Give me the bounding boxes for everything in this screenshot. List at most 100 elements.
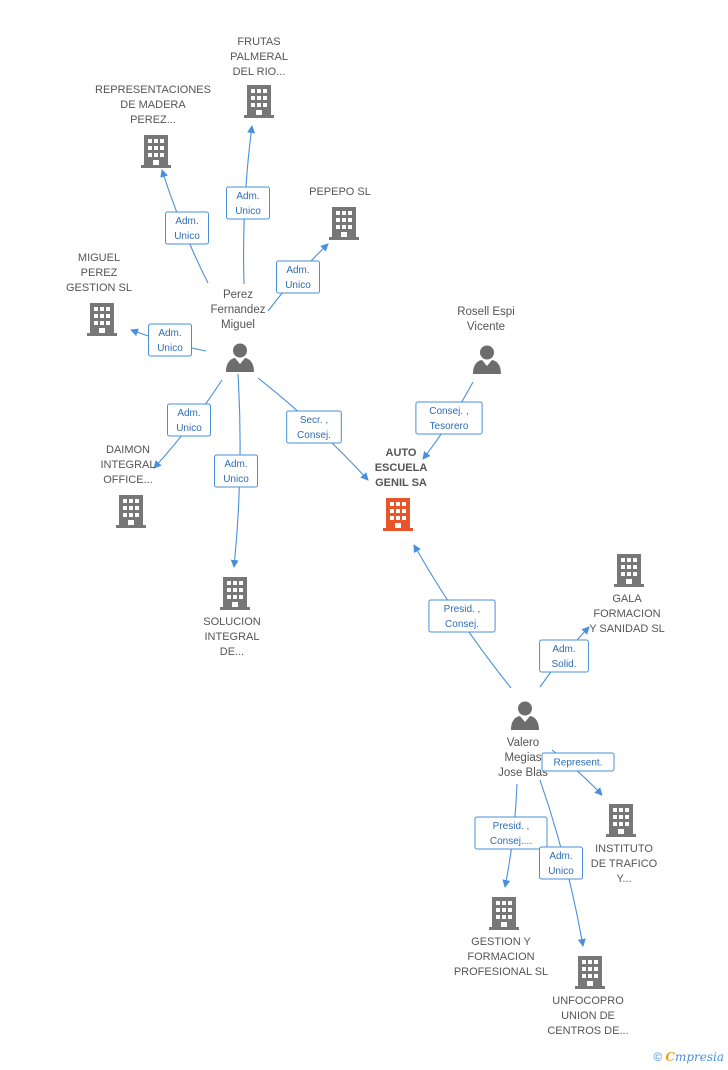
- edge-label-valero-to-unfocopro[interactable]: Adm.Unico: [539, 846, 583, 880]
- node-label-line: REPRESENTACIONES: [95, 84, 211, 96]
- edge-label-text: Presid. ,: [444, 604, 481, 615]
- edge-label-box: [276, 260, 320, 294]
- edge-label-box: [428, 599, 496, 633]
- node-label-line: DE MADERA: [120, 99, 186, 111]
- edge-label-text: Solid.: [551, 659, 576, 670]
- edge-label-box: [286, 410, 342, 444]
- node-label-line: Rosell Espi: [457, 306, 515, 318]
- node-label-line: PROFESIONAL SL: [454, 966, 548, 978]
- edge-label-box: [539, 639, 589, 673]
- building-icon: [329, 207, 359, 240]
- node-label-line: INTEGRAL: [204, 631, 259, 643]
- edge-label-text: Adm.: [158, 328, 181, 339]
- edge-label-box: [165, 211, 209, 245]
- edge-label-perez_fernandez-to-frutas[interactable]: Adm. Unico: [226, 186, 270, 220]
- edge-label-text: Unico: [157, 343, 183, 354]
- node-label-line: UNION DE: [561, 1010, 615, 1022]
- building-icon: [606, 804, 636, 837]
- edge-label-text: Unico: [223, 474, 249, 485]
- node-frutas[interactable]: FRUTAS PALMERAL DEL RIO...: [230, 36, 288, 118]
- node-label-line: FRUTAS: [237, 36, 280, 48]
- edge-label-rosell-to-auto_escuela[interactable]: Consej. ,Tesorero: [415, 401, 483, 435]
- node-label-line: FORMACION: [593, 608, 660, 620]
- building-icon: [116, 495, 146, 528]
- edge-label-text: Adm.: [175, 216, 198, 227]
- node-label-line: Fernandez: [211, 304, 266, 316]
- edge-label-text: Consej.: [445, 619, 479, 630]
- node-label-line: AUTO: [386, 447, 417, 459]
- node-label-line: INTEGRAL: [100, 459, 155, 471]
- node-miguel_perez[interactable]: MIGUEL PEREZ GESTION SL: [66, 252, 132, 336]
- node-label-line: Jose Blas: [498, 767, 548, 779]
- brand-name: mpresia: [674, 1050, 724, 1064]
- edge-label-text: Adm.: [552, 644, 575, 655]
- edge-label-text: Represent.: [554, 758, 603, 769]
- edge-label-box: [167, 403, 211, 437]
- building-icon: [614, 554, 644, 587]
- building-icon: [575, 956, 605, 989]
- node-label-line: PEREZ...: [130, 114, 176, 126]
- edge-label-perez_fernandez-to-solucion[interactable]: Adm. Unico: [214, 454, 258, 488]
- node-label-line: GESTION Y: [471, 936, 531, 948]
- building-main-icon: [383, 498, 413, 531]
- edge-label-box: [539, 846, 583, 880]
- node-pepepo[interactable]: PEPEPO SL: [309, 186, 371, 240]
- edge-label-valero-to-gala[interactable]: Adm. Solid.: [539, 639, 589, 673]
- edge-label-text: Secr. ,: [300, 415, 328, 426]
- node-auto_escuela[interactable]: AUTO ESCUELA GENIL SA: [375, 447, 428, 531]
- person-icon: [473, 345, 501, 374]
- edge-label-valero-to-instituto[interactable]: Represent.: [541, 752, 615, 772]
- edge-label-text: Adm.: [549, 851, 572, 862]
- node-label-line: DAIMON: [106, 444, 150, 456]
- brand-initial: C: [665, 1050, 675, 1064]
- node-label-line: Valero: [507, 737, 539, 749]
- edge-label-valero-to-auto_escuela[interactable]: Presid. , Consej.: [428, 599, 496, 633]
- node-label-line: Megias: [504, 752, 541, 764]
- building-icon: [141, 135, 171, 168]
- node-label-line: Y...: [616, 873, 631, 885]
- edge-label-perez_fernandez-to-auto_escuela[interactable]: Secr. ,Consej.: [286, 410, 342, 444]
- node-label-line: Perez: [223, 289, 253, 301]
- node-representaciones[interactable]: REPRESENTACIONES DE MADERA PEREZ...: [95, 84, 211, 168]
- edge-label-text: Unico: [235, 206, 261, 217]
- edge-label-perez_fernandez-to-representaciones[interactable]: Adm.Unico: [165, 211, 209, 245]
- node-label-line: GENIL SA: [375, 477, 427, 489]
- node-label-line: GESTION SL: [66, 282, 132, 294]
- node-label-line: PEREZ: [81, 267, 118, 279]
- node-solucion[interactable]: SOLUCIONINTEGRALDE...: [203, 577, 261, 658]
- node-label-line: Y SANIDAD SL: [589, 623, 665, 635]
- node-label-line: UNFOCOPRO: [552, 995, 624, 1007]
- edge-label-box: [148, 323, 192, 357]
- edge-label-text: Unico: [285, 280, 311, 291]
- building-icon: [220, 577, 250, 610]
- edge-label-text: Adm.: [177, 408, 200, 419]
- edge-label-perez_fernandez-to-miguel_perez[interactable]: Adm. Unico: [148, 323, 192, 357]
- node-label-line: ESCUELA: [375, 462, 428, 474]
- edge-label-text: Adm.: [224, 459, 247, 470]
- edge-label-perez_fernandez-to-pepepo[interactable]: Adm. Unico: [276, 260, 320, 294]
- edge-label-box: [214, 454, 258, 488]
- edge-label-text: Adm.: [236, 191, 259, 202]
- node-label-line: PALMERAL: [230, 51, 288, 63]
- footer-brand: ©Cmpresia: [654, 1050, 724, 1064]
- node-label-line: DE...: [220, 646, 244, 658]
- edge-label-valero-to-gestion_formacion[interactable]: Presid. ,Consej....: [474, 816, 548, 850]
- node-label-line: MIGUEL: [78, 252, 120, 264]
- node-label-line: OFFICE...: [103, 474, 153, 486]
- edge-label-text: Adm.: [286, 265, 309, 276]
- node-label-line: Miguel: [221, 319, 255, 331]
- edge-label-text: Unico: [176, 423, 202, 434]
- node-label-line: GALA: [612, 593, 642, 605]
- edge-label-box: [474, 816, 548, 850]
- edge-label-perez_fernandez-to-daimon[interactable]: Adm. Unico: [167, 403, 211, 437]
- node-daimon[interactable]: DAIMON INTEGRAL OFFICE...: [100, 444, 156, 528]
- node-label-line: DEL RIO...: [233, 66, 286, 78]
- node-gala[interactable]: GALA FORMACION Y SANIDAD SL: [589, 554, 665, 635]
